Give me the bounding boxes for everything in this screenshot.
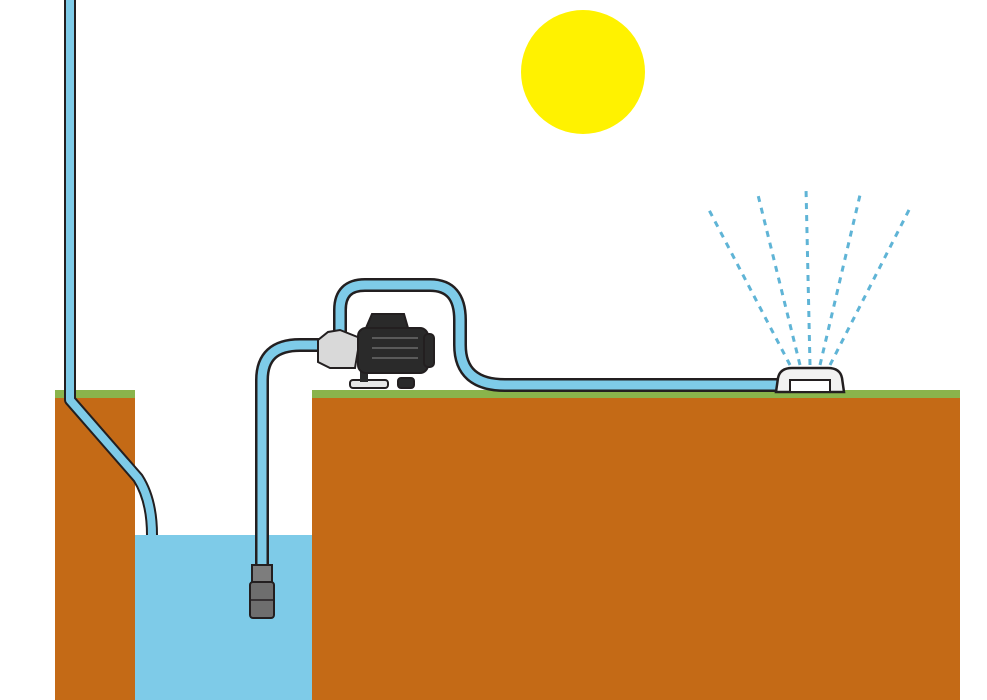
- grass-right: [312, 390, 960, 398]
- suction-filter-icon: [249, 564, 275, 619]
- soil-left: [55, 395, 135, 700]
- well-water: [135, 535, 312, 700]
- soil-right: [312, 395, 960, 700]
- grass-left: [55, 390, 135, 398]
- suction-hose-water: [257, 340, 320, 570]
- pressure-hose-water: [335, 280, 790, 390]
- sprinkler-spray: [706, 187, 912, 366]
- sun-icon: [521, 10, 645, 134]
- lawn-sprinkler-icon: [774, 366, 846, 394]
- downpipe-water: [66, 0, 156, 536]
- garden-pump-icon: [317, 313, 435, 389]
